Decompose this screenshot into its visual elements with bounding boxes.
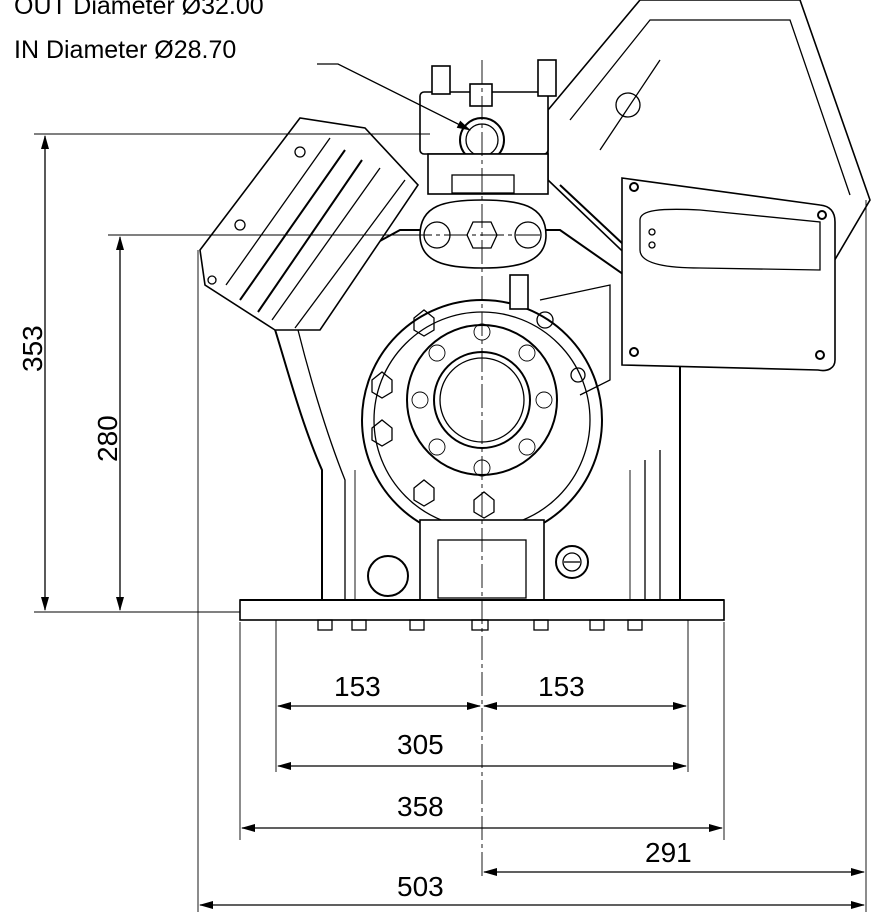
dim-height-flange: 280 <box>92 415 123 462</box>
dim-height-total: 353 <box>17 325 48 372</box>
discharge-flange <box>419 199 547 269</box>
top-valve-block <box>419 59 557 195</box>
left-cylinder-head <box>199 117 420 331</box>
dimension-lines <box>34 63 867 912</box>
dim-foot-spacing: 305 <box>397 729 444 760</box>
dim-overall-width: 503 <box>397 871 444 902</box>
dim-right-half: 153 <box>538 671 585 702</box>
dim-base-width: 358 <box>397 791 444 822</box>
oil-sump <box>367 519 589 613</box>
out-diameter-label: OUT Diameter Ø32.00 <box>14 0 264 20</box>
controller-module <box>509 177 836 396</box>
compressor-body <box>199 0 871 880</box>
in-diameter-label: IN Diameter Ø28.70 <box>14 36 236 64</box>
dim-right-extent: 291 <box>645 837 692 868</box>
dim-left-half: 153 <box>334 671 381 702</box>
